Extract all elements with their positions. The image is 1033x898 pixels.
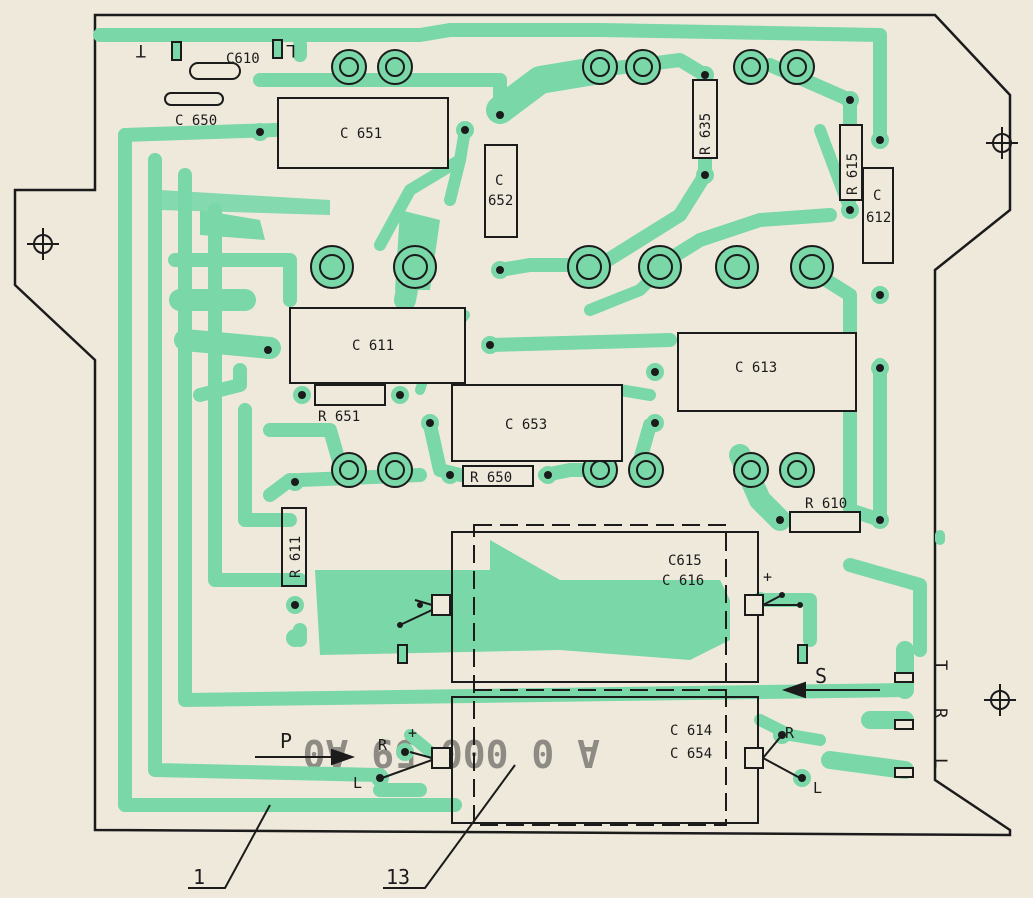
label-c614: C 614 [670, 723, 712, 739]
connector-wires [381, 594, 801, 779]
label-c611: C 611 [352, 338, 394, 354]
label-c650: C 650 [175, 113, 217, 129]
label-r611: R 611 [288, 536, 304, 578]
copper-traces [93, 23, 945, 812]
arrow-label-s: S [815, 664, 827, 688]
mounting-hole-top-right [986, 127, 1018, 159]
connector-marks: + + R L R L T R L T L [136, 40, 950, 797]
label-r635: R 635 [698, 113, 714, 155]
label-r651: R 651 [318, 409, 360, 425]
label-c652-a: C [495, 173, 503, 189]
slot-pads [171, 39, 914, 778]
arrow-p [255, 748, 356, 766]
label-c612-a: C [873, 188, 881, 204]
label-c652-b: 652 [488, 193, 513, 209]
component-outlines [164, 62, 894, 824]
relay-outline-13 [473, 524, 727, 826]
top-left-label-t: T [136, 40, 146, 60]
label-c616: C 616 [662, 573, 704, 589]
top-left-label-l: L [286, 40, 296, 60]
mounting-hole-bottom-right [984, 684, 1016, 716]
label-c653: C 653 [505, 417, 547, 433]
label-r610: R 610 [805, 496, 847, 512]
label-l-right: L [813, 779, 822, 797]
mounting-hole-left [27, 228, 59, 260]
label-r-right: R [785, 724, 795, 742]
arrow-label-p: P [280, 729, 292, 753]
callout-leaders [188, 764, 516, 889]
board-outline [13, 13, 1012, 837]
label-r650: R 650 [470, 470, 512, 486]
pads-large [310, 49, 834, 488]
callout-number-1: 1 [193, 865, 205, 889]
label-l-left: L [353, 774, 362, 792]
label-r615: R 615 [845, 153, 861, 195]
label-c615: C615 [668, 553, 702, 569]
label-c610: C610 [226, 51, 260, 67]
label-r-left: R [378, 736, 388, 754]
plus-mark-bottom: + [408, 724, 417, 742]
label-c613: C 613 [735, 360, 777, 376]
label-c612-b: 612 [866, 210, 891, 226]
callout-number-13: 13 [386, 865, 410, 889]
component-labels: C610 C 650 C 651 C 652 R 635 R 615 C 612… [175, 51, 891, 762]
edge-label-r: R [930, 708, 950, 719]
label-c654: C 654 [670, 746, 712, 762]
label-c651: C 651 [340, 126, 382, 142]
edge-label-l: L [930, 758, 950, 768]
arrow-s [781, 681, 880, 699]
edge-label-t: T [930, 660, 950, 670]
plus-mark-top: + [763, 568, 772, 586]
